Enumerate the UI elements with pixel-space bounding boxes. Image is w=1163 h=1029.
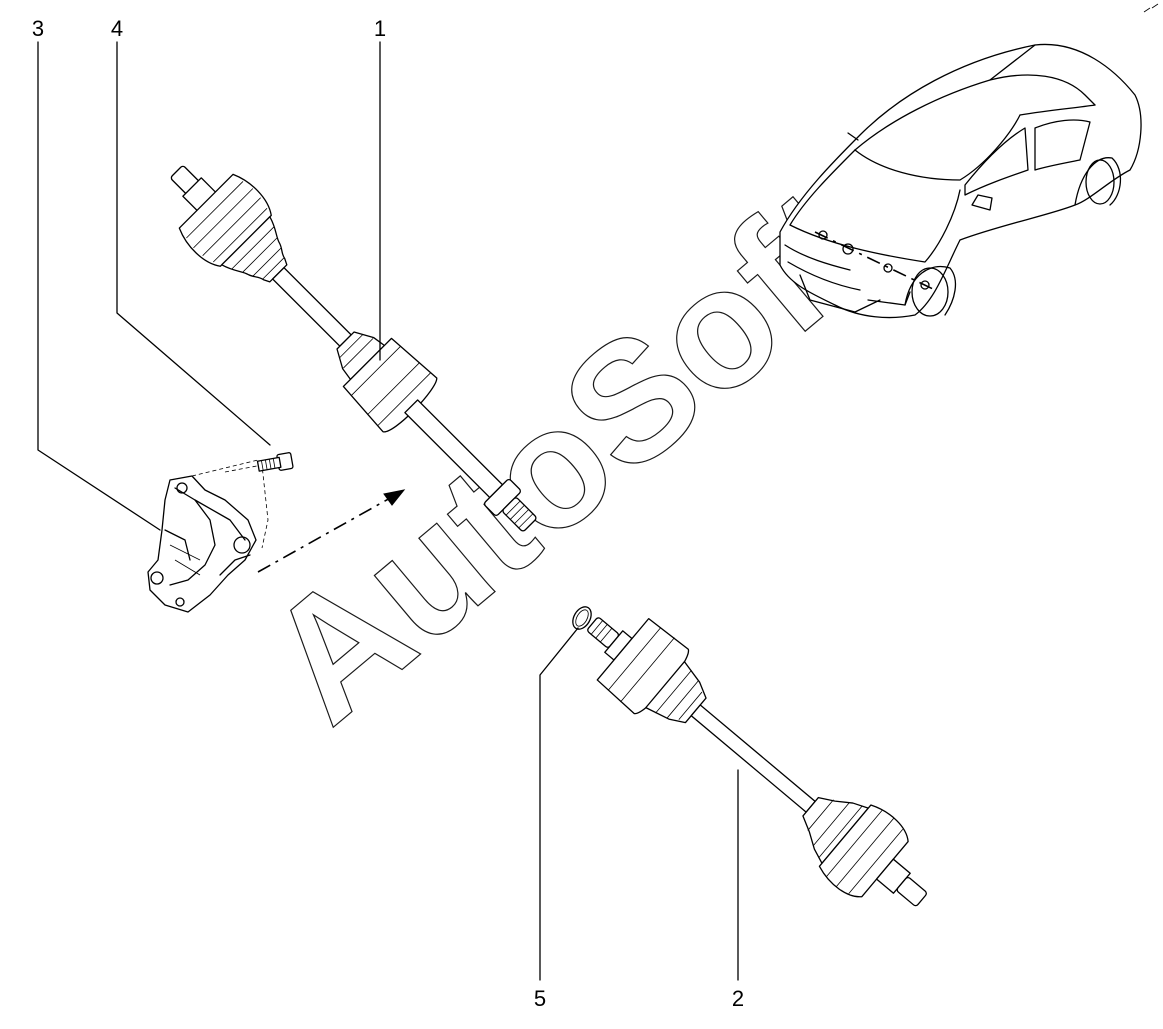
drive-shaft-right-icon — [587, 617, 927, 907]
callout-4: 4 — [111, 16, 123, 41]
retaining-ring-icon — [572, 606, 592, 630]
bolt-icon — [256, 452, 294, 472]
callout-3: 3 — [32, 16, 44, 41]
drive-shaft-left-icon — [170, 165, 537, 532]
bearing-bracket-icon — [147, 459, 269, 613]
leader-lines — [37, 41, 739, 981]
callout-5: 5 — [534, 986, 546, 1011]
callout-1: 1 — [374, 16, 386, 41]
callout-2: 2 — [732, 986, 744, 1011]
car-sedan-icon — [779, 43, 1142, 319]
assembly-arrow — [257, 489, 406, 573]
corner-mark — [1143, 3, 1159, 13]
